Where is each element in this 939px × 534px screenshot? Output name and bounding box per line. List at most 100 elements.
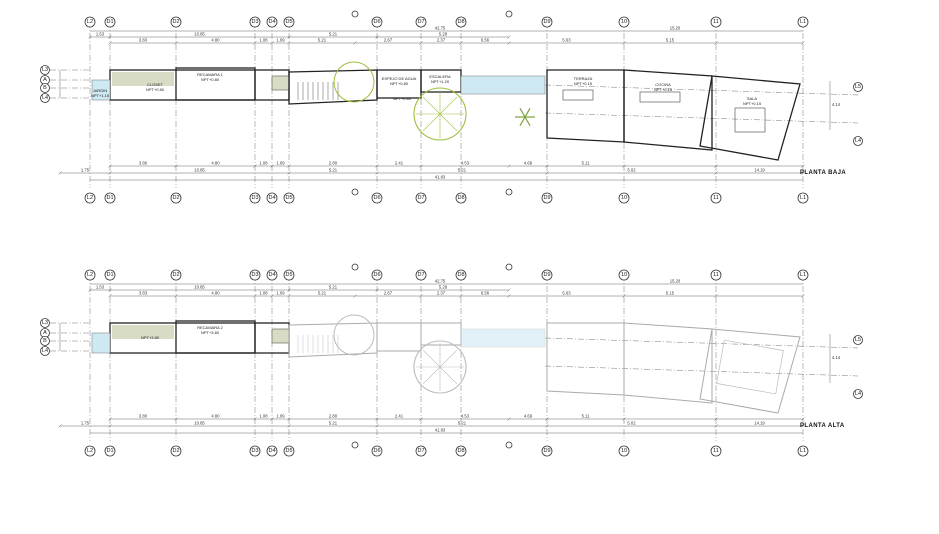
axis-label-bottom: D6: [373, 195, 380, 201]
stair-block: [288, 69, 378, 105]
axis-label-bottom: D3: [251, 195, 258, 201]
dim-top-row1-label: 1.53: [96, 32, 105, 37]
axis-label-top: L1: [800, 272, 806, 278]
dim-top-row1-label: 10.85: [194, 285, 205, 290]
stair-block: [288, 322, 378, 358]
dim-bottom-row1-label: 4.53: [461, 414, 470, 419]
dim-bottom-row1-label: 5.11: [582, 414, 591, 419]
axis-label-bottom: 10: [621, 195, 627, 201]
dim-bottom-row2-label: 5.02: [627, 168, 636, 173]
axis-bubble-bottom: [249, 445, 261, 457]
axis-bubble-left: [40, 336, 50, 346]
closet-tile: [271, 328, 290, 344]
dim-top-row2-label: 2.67: [384, 291, 393, 296]
axis-label-left: A: [43, 77, 47, 83]
dim-overall-bottom-label: 41.83: [435, 428, 446, 433]
dim-top-row2-tick: [253, 294, 257, 298]
dim-top-row2-tick: [270, 294, 274, 298]
dim-bottom-row2-tick: [545, 424, 549, 428]
axis-label-top: 10: [621, 272, 627, 278]
axis-label-bottom: D2: [172, 195, 179, 201]
dim-bottom-row1-tick: [174, 417, 178, 421]
axis-bubble-bottom: [283, 445, 295, 457]
dim-bottom-row1-label: 4.53: [461, 161, 470, 166]
axis-label-top: L2: [87, 272, 93, 278]
axis-label-top: 11: [713, 19, 719, 25]
dim-top-row2-tick: [353, 41, 357, 45]
axis-label-bottom: D7: [417, 195, 424, 201]
axis-bubble-top: [710, 269, 722, 281]
dim-bottom-row1-tick: [174, 164, 178, 168]
axis-bubble-bottom: [797, 192, 809, 204]
axis-bubble-top: [415, 269, 427, 281]
axis-bubble-bottom: [797, 445, 809, 457]
dim-bottom-row2-tick: [108, 424, 112, 428]
axis-label-top: D6: [373, 272, 380, 278]
axis-label-top: 10: [621, 19, 627, 25]
room-name-label: RECAMARA 2: [197, 325, 224, 330]
axis-bubble-top: [415, 16, 427, 28]
dim-bottom-row2-tick: [801, 424, 805, 428]
side-axis-line: [544, 337, 859, 349]
axis-label-top: 11: [713, 272, 719, 278]
dim-bottom-row1-tick: [287, 417, 291, 421]
axis-bubble-top: [84, 16, 96, 28]
dim-bottom-row1-label: 1.09: [276, 161, 285, 166]
tree-branch: [422, 113, 441, 132]
dim-bottom-row2-label: 5.21: [329, 421, 338, 426]
garden-pool: [91, 79, 111, 101]
axis-bubble-bottom: [455, 192, 467, 204]
terrace-walls: [546, 322, 625, 396]
section-mark-icon: [351, 441, 359, 449]
dim-bottom-row1-label: 5.11: [582, 161, 591, 166]
dim-bottom-row1-label: 2.41: [395, 161, 404, 166]
axis-bubble-top: [797, 269, 809, 281]
axis-bubble-bottom: [170, 192, 182, 204]
dim-overall-bottom-label: 41.83: [435, 175, 446, 180]
dim-top-row2-label: 6.56: [481, 38, 490, 43]
axis-bubble-bottom: [266, 192, 278, 204]
tree-branch: [422, 349, 441, 368]
axis-bubble-top: [710, 16, 722, 28]
dim-bottom-row1-tick: [108, 164, 112, 168]
axis-bubble-bottom: [104, 192, 116, 204]
axis-bubble-top: [618, 16, 630, 28]
dim-bottom-row2-label: 10.85: [194, 168, 205, 173]
axis-bubble-top: [371, 269, 383, 281]
axis-label-bottom: D4: [268, 448, 275, 454]
tree-branch: [422, 96, 441, 115]
axis-bubble-bottom: [415, 192, 427, 204]
tree-canopy-icon: [413, 340, 467, 394]
roof-outline: [716, 339, 784, 395]
dim-top-row2-label: 6.56: [481, 291, 490, 296]
plan-title: PLANTA BAJA: [800, 170, 846, 176]
room-level-label: NPT+0.15: [654, 87, 673, 92]
dim-bottom-row1-tick: [622, 164, 626, 168]
dim-bottom-row1-label: 3.80: [139, 161, 148, 166]
dim-bottom-row2-tick: [545, 171, 549, 175]
dim-bottom-row2-label: 1.75: [81, 421, 90, 426]
dim-top-row2-label: 5.63: [562, 38, 571, 43]
axis-label-top: D5: [285, 272, 292, 278]
axis-label-right: L5: [855, 337, 861, 343]
axis-label-top: D2: [172, 19, 179, 25]
axis-label-bottom: D5: [285, 448, 292, 454]
axis-bubble-top: [170, 269, 182, 281]
dim-bottom-row1-tick: [287, 164, 291, 168]
dim-bottom-row1-tick: [253, 417, 257, 421]
dim-top-row1-tick: [88, 35, 92, 39]
dim-top-row2-tick: [353, 294, 357, 298]
tree-branch: [439, 349, 458, 368]
axis-bubble-top: [84, 269, 96, 281]
dim-top-row2-label: 2.37: [437, 291, 446, 296]
pool-water: [460, 75, 546, 95]
kitchen-walls: [623, 322, 713, 404]
axis-label-top: D5: [285, 19, 292, 25]
axis-label-top: D4: [268, 272, 275, 278]
dim-top-row2-tick: [714, 41, 718, 45]
dim-bottom-row1-tick: [270, 417, 274, 421]
axis-bubble-top: [266, 269, 278, 281]
dim-top-row2-label: 3.83: [139, 38, 148, 43]
dim-top-row1-tick: [287, 288, 291, 292]
